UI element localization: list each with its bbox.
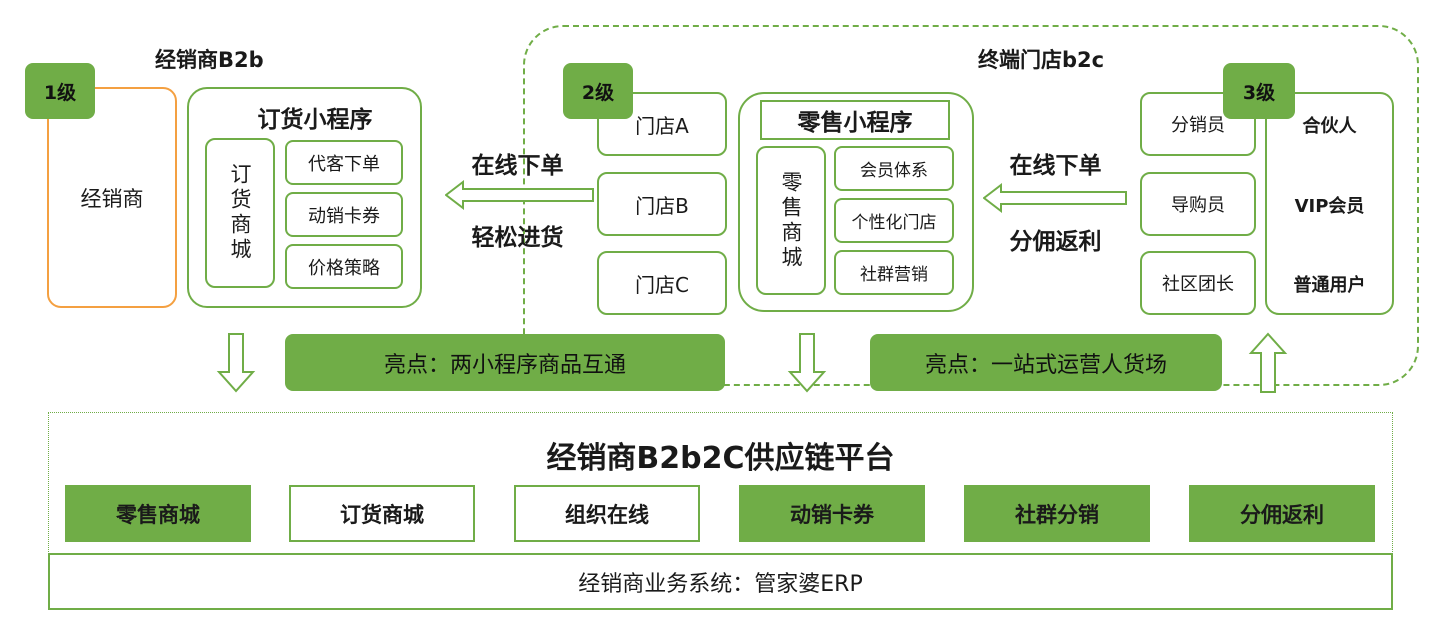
user-normal: 普通用户 [1293, 275, 1366, 296]
platform-title: 经销商B2b2C供应链平台 [546, 441, 895, 476]
erp-bar: 经销商业务系统：管家婆ERP [48, 553, 1393, 610]
user-partner: 合伙人 [1302, 116, 1357, 137]
highlight-bar-right: 亮点：一站式运营人货场 [870, 334, 1222, 391]
down-arrow-middle [787, 332, 827, 394]
ordering-feature-2: 动销卡券 [285, 192, 403, 237]
retail-feature-1: 会员体系 [834, 146, 954, 191]
level-2-badge: 2级 [563, 63, 633, 119]
ordering-app-title: 订货小程序 [257, 107, 373, 133]
store-section-title: 终端门店b2c [978, 48, 1105, 72]
down-arrow-left [216, 332, 256, 394]
retail-feature-3: 社群营销 [834, 250, 954, 295]
ordering-feature-1: 代客下单 [285, 140, 403, 185]
retail-mall-box: 零售商城 [756, 146, 826, 295]
role-leader-box: 社区团长 [1140, 251, 1256, 315]
store-b-box: 门店B [597, 172, 727, 236]
users-panel [1265, 92, 1394, 315]
module-sales-coupons: 动销卡券 [739, 485, 925, 542]
ordering-feature-3: 价格策略 [285, 244, 403, 289]
flow-left-top-label: 在线下单 [471, 153, 564, 179]
module-ordering-mall: 订货商城 [289, 485, 475, 542]
role-guide-box: 导购员 [1140, 172, 1256, 236]
module-org-online: 组织在线 [514, 485, 700, 542]
dealer-box: 经销商 [47, 87, 177, 308]
store-c-box: 门店C [597, 251, 727, 315]
flow-left-bottom-label: 轻松进货 [471, 225, 564, 251]
retail-app-title: 零售小程序 [760, 100, 950, 140]
ordering-mall-box: 订货商城 [205, 138, 275, 288]
highlight-bar-left: 亮点：两小程序商品互通 [285, 334, 725, 391]
retail-feature-2: 个性化门店 [834, 198, 954, 243]
role-distributor-box: 分销员 [1140, 92, 1256, 156]
up-arrow-right [1248, 332, 1288, 394]
module-retail-mall: 零售商城 [65, 485, 251, 542]
dealer-section-title: 经销商B2b [155, 48, 264, 72]
flow-right-bottom-label: 分佣返利 [1009, 229, 1102, 255]
level-1-badge: 1级 [25, 63, 95, 119]
module-community-distribution: 社群分销 [964, 485, 1150, 542]
level-3-badge: 3级 [1223, 63, 1295, 119]
dealer-box-label: 经销商 [80, 186, 144, 211]
user-vip: VIP会员 [1294, 196, 1365, 217]
flow-right-arrow [983, 183, 1128, 213]
flow-right-top-label: 在线下单 [1009, 153, 1102, 179]
module-commission-rebate: 分佣返利 [1189, 485, 1375, 542]
flow-left-arrow [445, 180, 595, 210]
